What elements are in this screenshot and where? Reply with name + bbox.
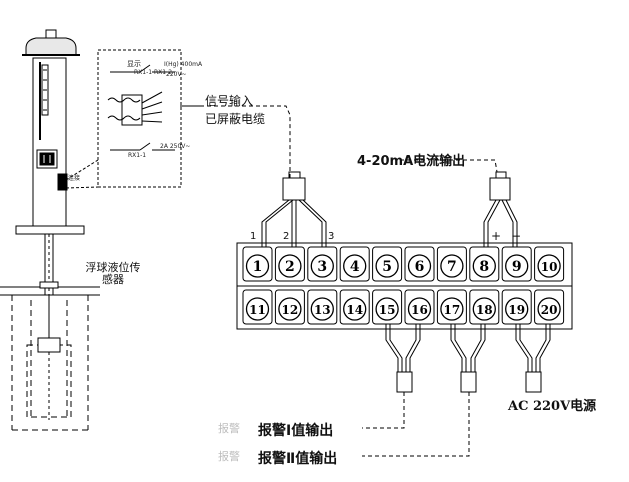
alarm2-lead [362,392,470,457]
callout-tag-1: 显示 [127,60,141,68]
terminal-3: 3 [307,246,338,282]
terminal-number-5: 5 [382,259,392,275]
terminal-number-20: 20 [541,303,558,317]
terminal-number-1: 1 [253,259,263,275]
terminal-number-9: 9 [512,259,522,275]
terminal-5: 5 [372,246,403,282]
terminal-number-17: 17 [444,303,461,317]
terminal-17: 17 [436,289,467,325]
terminal-1: 1 [242,246,273,282]
terminal-8: 8 [469,246,500,282]
input-connector [261,171,327,248]
pin-label-3: 3 [328,231,335,242]
float-body [37,337,61,353]
terminal-19: 19 [501,289,532,325]
terminal-number-6: 6 [415,259,425,275]
alarm1-lead [362,392,405,429]
power-label: AC 220V电源 [508,399,597,414]
callout-tag-2: RX1-1 RX1-2 [134,69,173,76]
alarm2-faint-prefix: 报警 [218,450,240,463]
alarm1-label: 报警Ⅰ值输出 [258,423,334,439]
sensor-neck [45,29,57,39]
tank-outline [11,295,89,431]
terminal-20: 20 [534,289,565,325]
terminal-number-7: 7 [447,259,457,275]
terminal-15: 15 [372,289,403,325]
terminal-number-11: 11 [249,303,266,317]
power-connector [515,322,551,393]
terminal-number-14: 14 [346,303,363,317]
callout-tag-6: 2A 250V~ [160,143,191,150]
plus-label: + [491,229,502,243]
sensor-side-note: 连接 [68,175,81,182]
terminal-number-13: 13 [314,303,331,317]
terminal-4: 4 [339,246,370,282]
terminal-13: 13 [307,289,338,325]
terminal-number-2: 2 [285,259,295,275]
sensor-cap [25,37,77,56]
terminal-7: 7 [436,246,467,282]
sensor-vertical-label: 浮球液位传感器 [85,261,141,286]
terminal-11: 11 [242,289,273,325]
level-sensor [0,29,100,431]
terminal-16: 16 [404,289,435,325]
callout-tag-4: 220V~ [166,71,187,78]
minus-label: − [511,229,522,243]
current-output-label: 4-20mA电流输出 [357,154,466,169]
current-output-cable [400,159,498,173]
pin-label-1: 1 [250,231,257,242]
terminal-number-12: 12 [282,303,299,317]
terminal-number-8: 8 [479,259,489,275]
shielded-signal-cable [180,105,291,178]
sensor-flange [15,225,85,235]
terminal-6: 6 [404,246,435,282]
alarm1-faint-prefix: 报警 [218,422,240,435]
alarm1-connector [385,322,421,393]
terminal-number-18: 18 [476,303,493,317]
terminal-number-4: 4 [350,259,360,275]
callout-tag-5: RX1-1 [128,152,147,159]
terminal-number-10: 10 [541,260,558,274]
alarm2-label: 报警Ⅱ值输出 [258,451,338,467]
shielded-cable-label: 已屏蔽电缆 [205,112,266,126]
terminal-number-16: 16 [411,303,428,317]
terminal-14: 14 [339,289,370,325]
terminal-2: 2 [274,246,305,282]
callout-tag-3: I(Hg) 400mA [164,61,203,68]
current-output-connector [483,171,518,248]
terminal-9: 9 [501,246,532,282]
terminal-12: 12 [274,289,305,325]
sensor-cable-gland [57,173,68,191]
signal-input-label: 信号输入 [205,94,254,108]
terminal-10: 10 [534,246,565,282]
terminal-number-19: 19 [508,303,525,317]
sensor-detail-callout [65,49,182,189]
terminal-number-3: 3 [317,259,327,275]
pin-label-2: 2 [283,231,290,242]
terminal-number-15: 15 [379,303,396,317]
sensor-head [32,57,67,234]
terminal-18: 18 [469,289,500,325]
alarm2-connector [450,322,486,393]
